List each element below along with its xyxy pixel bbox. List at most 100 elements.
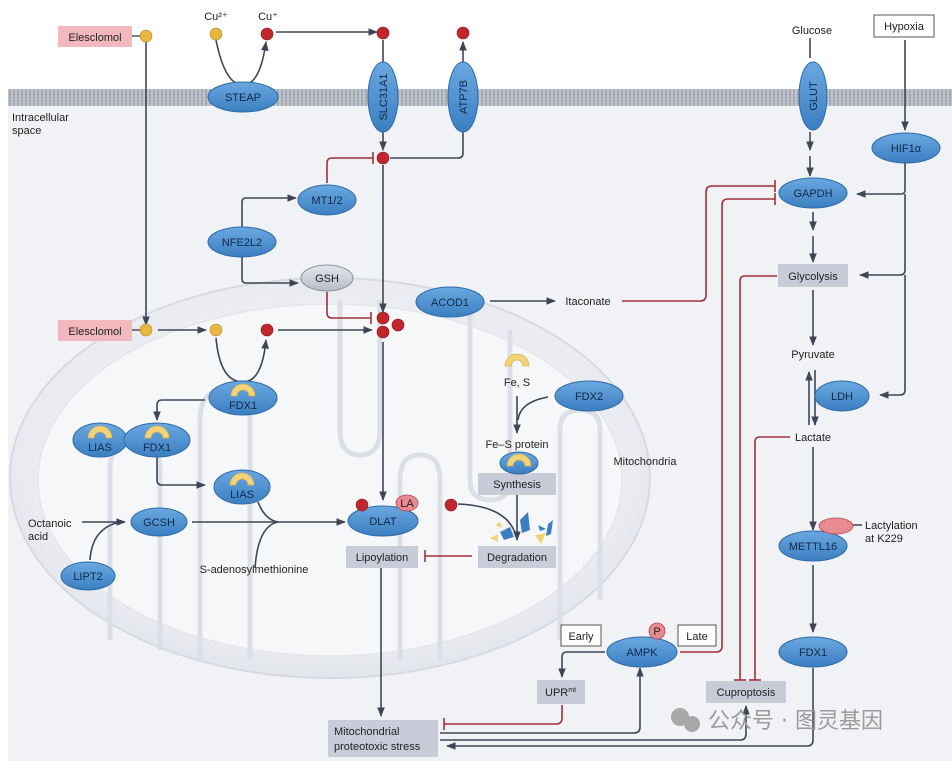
svg-text:STEAP: STEAP [225, 92, 261, 104]
cu1-dot-cytosol [376, 151, 390, 165]
mitochondria-label: Mitochondria [614, 456, 678, 468]
protein-gapdh: GAPDH [778, 177, 848, 209]
svg-text:ACOD1: ACOD1 [431, 297, 469, 309]
cu1-dot-pool [376, 311, 390, 325]
cuproptosis-box: Cuproptosis [706, 681, 786, 703]
copper-ions [139, 26, 470, 512]
protein-fdx1-complex: FDX1 [123, 422, 191, 458]
svg-text:GCSH: GCSH [143, 517, 175, 529]
fe-s-cluster-icon [504, 353, 530, 367]
fe-s-clusters [87, 353, 532, 486]
pyruvate-label: Pyruvate [791, 349, 834, 361]
lactylation-label-2: at K229 [865, 533, 903, 545]
octanoic-acid-label-2: acid [28, 531, 48, 543]
protein-dlat: DLAT [347, 505, 419, 537]
svg-text:LIPT2: LIPT2 [73, 571, 102, 583]
svg-text:Degradation: Degradation [487, 552, 547, 564]
phospho-tag: P [648, 622, 666, 640]
octanoic-acid-label: Octanoic [28, 518, 72, 530]
svg-text:NFE2L2: NFE2L2 [222, 237, 262, 249]
hypoxia-box: Hypoxia [873, 14, 935, 38]
arrow-steap-reduction [215, 39, 269, 86]
watermark: 公众号 · 图灵基因 [671, 708, 883, 734]
svg-text:Lipoylation: Lipoylation [356, 552, 409, 564]
lactate-label: Lactate [795, 432, 831, 444]
svg-text:FDX2: FDX2 [575, 391, 603, 403]
svg-text:LA: LA [400, 498, 414, 510]
fe-s-protein-label: Fe–S protein [486, 439, 549, 451]
gsh-molecule: GSH [300, 264, 354, 292]
inhibition-lines [326, 152, 790, 730]
svg-text:SLC31A1: SLC31A1 [378, 73, 390, 120]
protein-mettl16: METTL16 [778, 530, 848, 562]
protein-slc31a1: SLC31A1 [367, 61, 399, 133]
svg-text:Early: Early [568, 631, 594, 643]
svg-text:DLAT: DLAT [369, 516, 397, 528]
fe-s-label: Fe, S [504, 377, 530, 389]
itaconate-label: Itaconate [565, 296, 610, 308]
cu1-dot-exported [456, 26, 470, 40]
svg-text:FDX1: FDX1 [799, 647, 827, 659]
protein-fdx1-lactate: FDX1 [778, 636, 848, 668]
lactylation-tag [818, 517, 854, 535]
protein-mt1-2: MT1/2 [297, 184, 357, 216]
svg-text:P: P [653, 626, 660, 638]
svg-text:ATP7B: ATP7B [458, 80, 470, 114]
intracellular-label: Intracellular [12, 112, 69, 124]
sam-label: S-adenosylmethionine [200, 564, 309, 576]
intracellular-label-2: space [12, 125, 41, 137]
late-box: Late [677, 624, 717, 647]
synthesis-box: Synthesis [478, 473, 556, 495]
upr-mt-box: UPRmt [537, 680, 585, 704]
cu1-dot-mito [260, 323, 274, 337]
protein-fdx2: FDX2 [554, 380, 624, 412]
svg-text:Cuproptosis: Cuproptosis [717, 687, 776, 699]
cu2-dot [209, 27, 223, 41]
svg-text:GSH: GSH [315, 273, 339, 285]
svg-text:AMPK: AMPK [626, 647, 658, 659]
svg-text:FDX1: FDX1 [229, 400, 257, 412]
early-box: Early [560, 624, 602, 647]
protein-nfe2l2: NFE2L2 [207, 226, 277, 258]
svg-text:UPRmt: UPRmt [545, 687, 576, 699]
svg-text:Elesclomol: Elesclomol [68, 326, 121, 338]
svg-text:LIAS: LIAS [88, 442, 112, 454]
fe-s-cluster-icon [87, 425, 113, 439]
protein-gcsh: GCSH [130, 507, 188, 537]
fe-s-cluster-icon [144, 425, 170, 439]
fe-s-cluster-icon [506, 453, 532, 467]
protein-hif1a: HIF1α [871, 132, 941, 164]
lipoic-acid-tag: LA [395, 494, 419, 512]
fe-s-cluster-icon [229, 472, 255, 486]
svg-text:GLUT: GLUT [808, 81, 820, 111]
cu2-dot-elesclomol-inner [139, 323, 153, 337]
svg-text:GAPDH: GAPDH [793, 188, 832, 200]
cu1-dot-pool [391, 318, 405, 332]
cu1-dot-pool [376, 325, 390, 339]
svg-text:Synthesis: Synthesis [493, 479, 541, 491]
protein-acod1: ACOD1 [415, 286, 485, 318]
lipoylation-box: Lipoylation [346, 546, 418, 568]
cu2-label: Cu²⁺ [204, 11, 228, 23]
activation-arrows [82, 28, 909, 750]
svg-text:Late: Late [686, 631, 707, 643]
cu1-dot [260, 27, 274, 41]
cu1-dot-extracellular [376, 26, 390, 40]
svg-text:METTL16: METTL16 [789, 541, 837, 553]
svg-text:Mitochondrial: Mitochondrial [334, 726, 399, 738]
fe-s-protein-shape [499, 451, 539, 475]
protein-lipt2: LIPT2 [60, 561, 116, 591]
mitochondrial-proteotoxic-stress-box: Mitochondrial proteotoxic stress [328, 720, 438, 757]
lactylation-label: Lactylation [865, 520, 918, 532]
cu2-dot-elesclomol [139, 29, 153, 43]
degraded-fragments [490, 512, 553, 544]
svg-text:LIAS: LIAS [230, 489, 254, 501]
protein-lias: LIAS [213, 469, 271, 505]
svg-text:HIF1α: HIF1α [891, 143, 922, 155]
glycolysis-box: Glycolysis [778, 264, 848, 287]
protein-ampk: AMPK [606, 636, 678, 668]
svg-text:proteotoxic stress: proteotoxic stress [334, 741, 421, 753]
cu2-dot-mito [209, 323, 223, 337]
